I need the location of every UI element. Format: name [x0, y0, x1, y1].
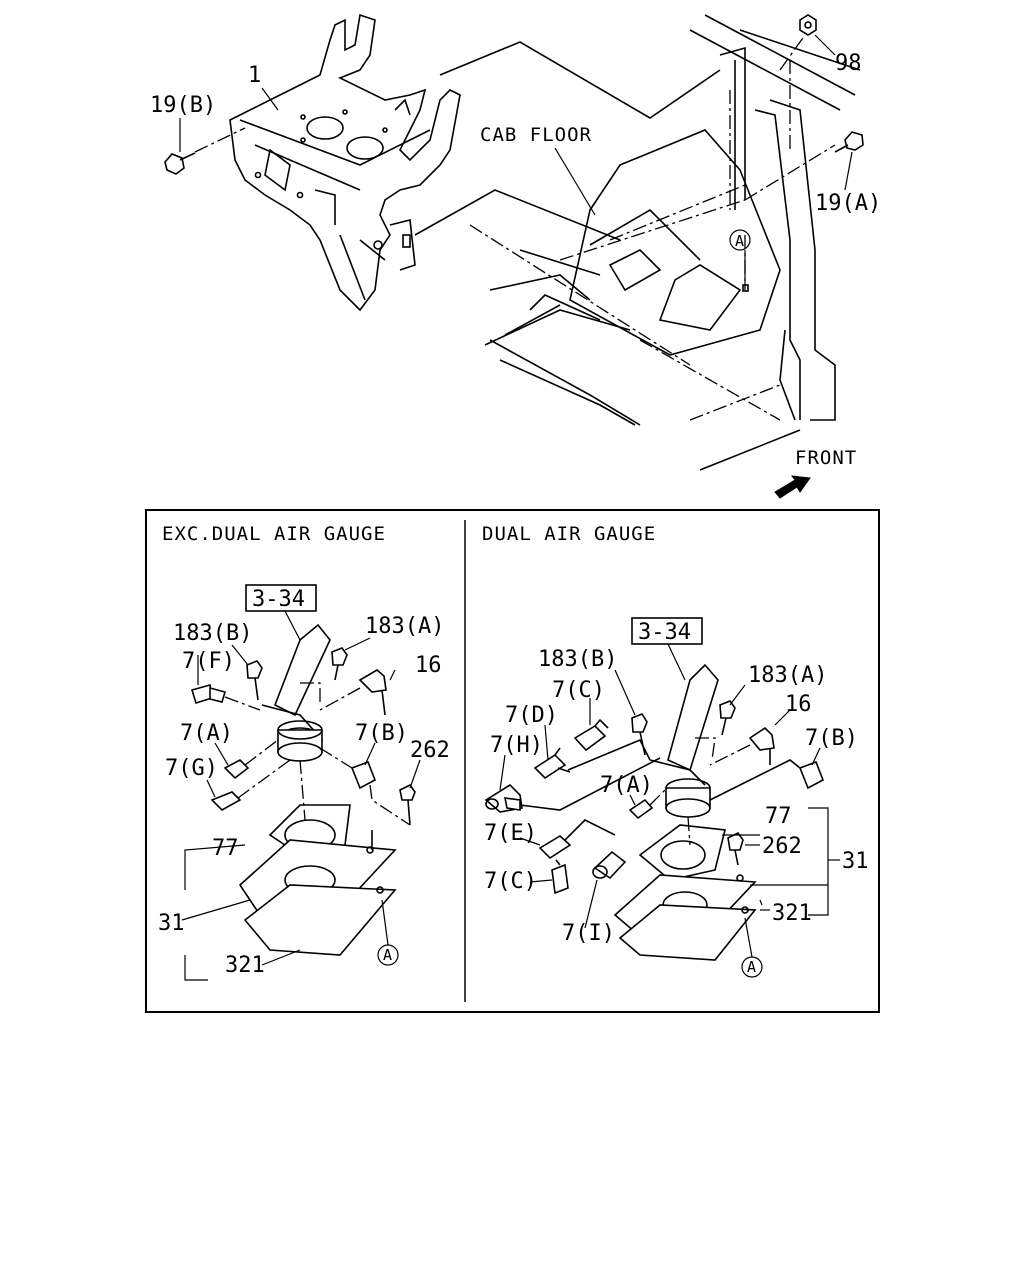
left-label-16: 16 [415, 653, 442, 678]
label-cab-floor: CAB FLOOR [480, 124, 592, 146]
left-label-7f: 7(F) [182, 649, 235, 674]
left-label-183a: 183(A) [365, 614, 444, 639]
right-label-7h: 7(H) [490, 733, 543, 758]
left-label-7a: 7(A) [180, 721, 233, 746]
right-label-31: 31 [842, 849, 869, 874]
right-label-7c-bottom: 7(C) [484, 869, 537, 894]
leader-98 [814, 34, 836, 56]
left-label-77: 77 [212, 836, 239, 861]
left-panel-parts [181, 584, 421, 981]
bolt-19b [164, 127, 246, 175]
callout-a-circle [729, 229, 751, 251]
variants-box [145, 509, 880, 1013]
cab-floor-structure [414, 14, 861, 471]
right-label-7d: 7(D) [505, 703, 558, 728]
right-header: DUAL AIR GAUGE [482, 523, 656, 545]
label-19b: 19(B) [150, 93, 216, 118]
right-label-77: 77 [765, 804, 792, 829]
front-arrow-icon [774, 475, 811, 499]
label-98: 98 [835, 51, 862, 76]
left-label-a: A [383, 946, 392, 964]
left-label-7b: 7(B) [355, 721, 408, 746]
right-label-183a: 183(A) [748, 663, 827, 688]
right-label-a: A [747, 958, 756, 976]
left-label-7g: 7(G) [165, 756, 218, 781]
right-label-7e: 7(E) [484, 821, 537, 846]
right-label-7a: 7(A) [600, 773, 653, 798]
label-a-top: A [735, 232, 744, 250]
right-label-321: 321 [772, 901, 812, 926]
right-ref-label: 3-34 [638, 620, 691, 645]
left-label-321: 321 [225, 953, 265, 978]
right-label-7i: 7(I) [562, 921, 615, 946]
label-19a: 19(A) [815, 191, 881, 216]
leader-19a [844, 151, 853, 191]
right-panel-parts [484, 617, 840, 978]
right-label-16: 16 [785, 692, 812, 717]
right-label-262: 262 [762, 834, 802, 859]
left-ref-label: 3-34 [252, 587, 305, 612]
label-1: 1 [248, 63, 261, 88]
leader-cab-floor [554, 147, 596, 216]
nut-98 [799, 14, 817, 36]
label-front: FRONT [795, 447, 857, 469]
bolt-19a [834, 131, 864, 153]
leader-1 [261, 87, 279, 111]
left-label-31: 31 [158, 911, 185, 936]
left-header: EXC.DUAL AIR GAUGE [162, 523, 386, 545]
right-label-183b: 183(B) [538, 647, 617, 672]
right-label-7c-top: 7(C) [552, 678, 605, 703]
pedal-bracket [229, 13, 461, 312]
right-label-7b: 7(B) [805, 726, 858, 751]
left-label-262: 262 [410, 738, 450, 763]
left-label-183b: 183(B) [173, 621, 252, 646]
